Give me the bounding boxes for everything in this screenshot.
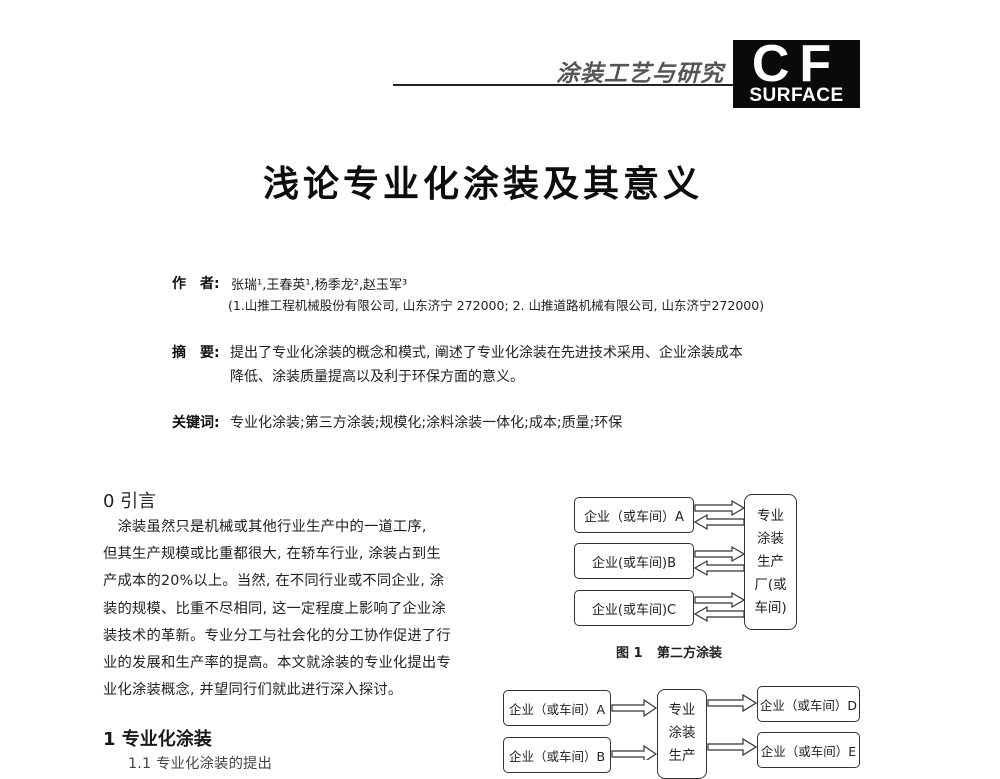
fig2-box-b: 企业（或车间）B [503, 737, 611, 773]
authors-label: 作 者: [172, 276, 220, 292]
fig2-center-line: 专业 [668, 702, 696, 718]
fig2-center-line: 生产 [668, 748, 696, 764]
keywords-list: 专业化涂装;第三方涂装;规模化;涂料涂装一体化;成本;质量;环保 [230, 415, 623, 431]
fig1-caption-number: 图 1 [616, 646, 643, 661]
keywords-label: 关键词: [172, 415, 220, 431]
fig1-center-line: 涂装 [757, 531, 784, 547]
body-line: 涂装虽然只是机械或其他行业生产中的一道工序, [103, 519, 427, 535]
body-line: 但其生产规模或比重都很大, 在轿车行业, 涂装占到生 [103, 546, 441, 562]
fig2-center-box: 专业 涂装 生产 [657, 689, 707, 779]
abstract-line-2: 降低、涂装质量提高以及利于环保方面的意义。 [230, 369, 524, 385]
body-line: 产成本的20%以上。当然, 在不同行业或不同企业, 涂 [103, 573, 445, 589]
authors-list: 张瑞¹,王春英¹,杨季龙²,赵玉军³ [231, 278, 408, 293]
fig1-center-line: 厂(或 [754, 577, 787, 593]
section-0-heading: 0 引言 [103, 491, 157, 512]
journal-section-title: 涂装工艺与研究 [556, 61, 724, 87]
paper-title: 浅论专业化涂装及其意义 [262, 164, 703, 205]
abstract-line-1: 提出了专业化涂装的概念和模式, 阐述了专业化涂装在先进技术采用、企业涂装成本 [230, 345, 743, 361]
fig1-center-box: 专业 涂装 生产 厂(或 车间) [744, 494, 797, 630]
fig1-center-line: 生产 [757, 554, 784, 570]
fig2-right-arrows-icon [707, 693, 757, 757]
subsection-1-1-heading-partial: 1.1 专业化涂装的提出 [128, 756, 273, 772]
abstract-label: 摘 要: [172, 345, 220, 361]
body-line: 业的发展和生产率的提高。本文就涂装的专业化提出专 [103, 655, 451, 671]
fig1-box-c: 企业(或车间)C [574, 590, 694, 626]
section-1-heading: 1 专业化涂装 [103, 729, 212, 750]
fig2-left-arrows-icon [611, 698, 657, 760]
fig1-center-line: 专业 [757, 508, 784, 524]
fig2-box-e: 企业（或车间）E [757, 732, 860, 768]
body-line: 装技术的革新。专业分工与社会化的分工协作促进了行 [103, 628, 451, 644]
fig2-box-d: 企业（或车间）D [757, 686, 860, 722]
logo-cf-text: CF [751, 35, 842, 93]
header-rule [393, 84, 733, 86]
fig1-box-b: 企业(或车间)B [574, 543, 694, 579]
fig1-center-line: 车间) [754, 600, 787, 616]
fig1-arrows-icon [694, 499, 746, 623]
body-line: 业化涂装概念, 并望同行们就此进行深入探讨。 [103, 682, 403, 698]
fig1-box-a: 企业（或车间）A [574, 497, 694, 533]
fig2-center-line: 涂装 [668, 725, 696, 741]
journal-logo: CF SURFACE [733, 35, 860, 108]
fig2-box-a: 企业（或车间）A [503, 690, 611, 726]
logo-surface-text: SURFACE [749, 85, 844, 106]
author-affiliation: (1.山推工程机械股份有限公司, 山东济宁 272000; 2. 山推道路机械有… [228, 298, 765, 313]
fig1-caption-text: 第二方涂装 [657, 646, 723, 661]
body-line: 装的规模、比重不尽相同, 这一定程度上影响了企业涂 [103, 601, 446, 617]
